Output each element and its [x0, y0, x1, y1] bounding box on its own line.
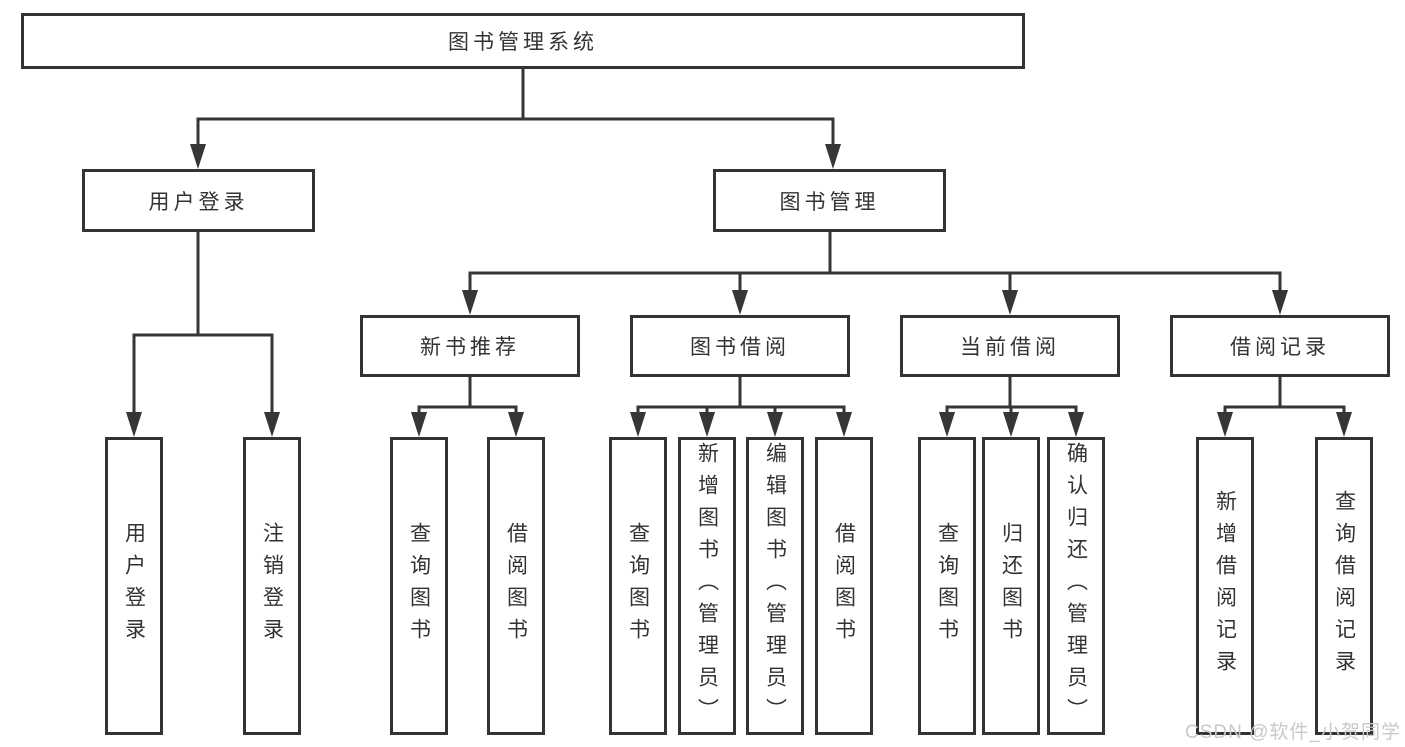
- leaf-query-borrow-record-label: 查询借阅记录: [1332, 490, 1356, 682]
- node-new-book-recommend-label: 新书推荐: [420, 336, 520, 359]
- leaf-logout-label: 注销登录: [260, 522, 284, 650]
- leaf-confirm-return-admin: 确认归还（管理员）: [1047, 437, 1105, 735]
- leaf-query-books-1-label: 查询图书: [407, 522, 431, 650]
- node-current-borrowing-label: 当前借阅: [960, 336, 1060, 359]
- leaf-query-borrow-record: 查询借阅记录: [1315, 437, 1373, 735]
- leaf-query-books-3-label: 查询图书: [935, 522, 959, 650]
- watermark-text: CSDN @软件_小贺同学: [1185, 722, 1401, 743]
- node-root: 图书管理系统: [21, 13, 1025, 69]
- leaf-edit-book-admin-label: 编辑图书（管理员）: [763, 442, 787, 730]
- node-user-login-label: 用户登录: [148, 190, 249, 214]
- leaf-add-book-admin-label: 新增图书（管理员）: [695, 442, 719, 730]
- node-new-book-recommend: 新书推荐: [360, 315, 580, 377]
- leaf-query-books-2-label: 查询图书: [626, 522, 650, 650]
- leaf-logout: 注销登录: [243, 437, 301, 735]
- node-book-borrowing-label: 图书借阅: [690, 336, 790, 359]
- leaf-borrow-books-1-label: 借阅图书: [504, 522, 528, 650]
- node-book-borrowing: 图书借阅: [630, 315, 850, 377]
- leaf-user-login-label: 用户登录: [122, 522, 146, 650]
- leaf-confirm-return-admin-label: 确认归还（管理员）: [1064, 442, 1088, 730]
- leaf-add-book-admin: 新增图书（管理员）: [678, 437, 736, 735]
- leaf-borrow-books-2-label: 借阅图书: [832, 522, 856, 650]
- node-book-management-label: 图书管理: [779, 190, 880, 214]
- leaf-query-books-1: 查询图书: [390, 437, 448, 735]
- node-root-label: 图书管理系统: [448, 31, 598, 54]
- leaf-add-borrow-record-label: 新增借阅记录: [1213, 490, 1237, 682]
- leaf-edit-book-admin: 编辑图书（管理员）: [746, 437, 804, 735]
- leaf-add-borrow-record: 新增借阅记录: [1196, 437, 1254, 735]
- node-current-borrowing: 当前借阅: [900, 315, 1120, 377]
- leaf-query-books-3: 查询图书: [918, 437, 976, 735]
- leaf-borrow-books-2: 借阅图书: [815, 437, 873, 735]
- node-user-login: 用户登录: [82, 169, 315, 232]
- leaf-return-books-label: 归还图书: [999, 522, 1023, 650]
- node-borrowing-records: 借阅记录: [1170, 315, 1390, 377]
- leaf-query-books-2: 查询图书: [609, 437, 667, 735]
- node-borrowing-records-label: 借阅记录: [1230, 336, 1330, 359]
- leaf-borrow-books-1: 借阅图书: [487, 437, 545, 735]
- leaf-return-books: 归还图书: [982, 437, 1040, 735]
- node-book-management: 图书管理: [713, 169, 946, 232]
- leaf-user-login: 用户登录: [105, 437, 163, 735]
